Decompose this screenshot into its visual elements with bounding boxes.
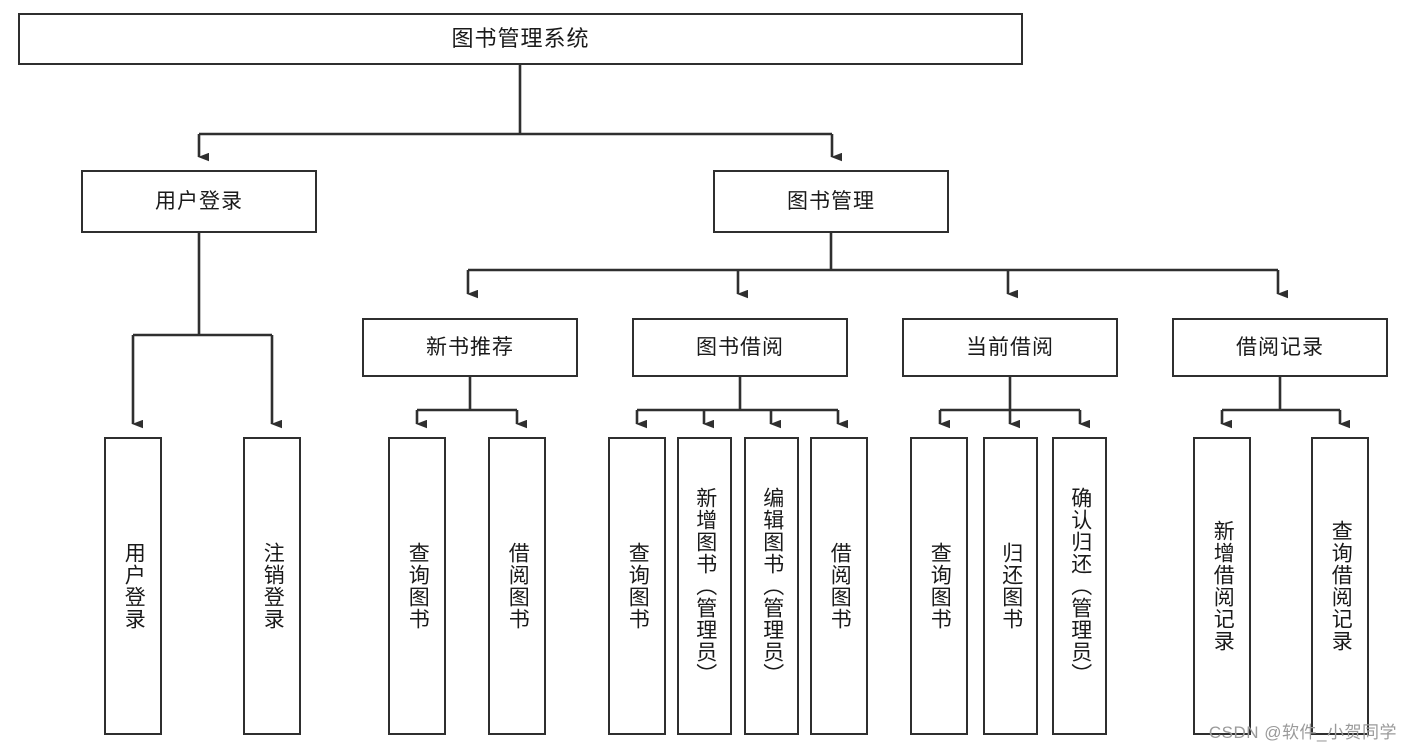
leaf-edit-book-admin[interactable]: 编辑图书（管理员） [744,437,799,735]
csdn-watermark: CSDN @软件_小贺同学 [1208,723,1397,742]
node-label: 用户登录 [155,189,243,213]
node-label: 借阅记录 [1236,335,1324,359]
node-label: 图书管理 [787,189,875,213]
node-new-book-recommend[interactable]: 新书推荐 [362,318,578,377]
node-book-borrow[interactable]: 图书借阅 [632,318,848,377]
leaf-query-book-new[interactable]: 查询图书 [388,437,446,735]
node-label: 借阅图书 [828,542,852,630]
leaf-logout[interactable]: 注销登录 [243,437,301,735]
leaf-query-book-current[interactable]: 查询图书 [910,437,968,735]
node-label: 查询图书 [626,542,650,630]
node-label: 注销登录 [261,542,285,630]
node-label: 图书借阅 [696,335,784,359]
leaf-add-book-admin[interactable]: 新增图书（管理员） [677,437,732,735]
leaf-query-borrow-record[interactable]: 查询借阅记录 [1311,437,1369,735]
node-user-login[interactable]: 用户登录 [81,170,317,233]
leaf-add-borrow-record[interactable]: 新增借阅记录 [1193,437,1251,735]
leaf-confirm-return-admin[interactable]: 确认归还（管理员） [1052,437,1107,735]
leaf-borrow-book-new[interactable]: 借阅图书 [488,437,546,735]
node-label: 确认归还（管理员） [1068,487,1092,685]
node-borrow-records[interactable]: 借阅记录 [1172,318,1388,377]
leaf-user-login[interactable]: 用户登录 [104,437,162,735]
node-label: 图书管理系统 [451,25,590,51]
node-label: 新增借阅记录 [1211,520,1235,652]
node-root-system[interactable]: 图书管理系统 [18,13,1023,65]
node-book-management[interactable]: 图书管理 [713,170,949,233]
node-label: 查询图书 [406,542,430,630]
node-label: 用户登录 [122,542,146,630]
node-label: 借阅图书 [506,542,530,630]
node-label: 当前借阅 [966,335,1054,359]
node-label: 归还图书 [999,542,1023,630]
leaf-query-book-borrow[interactable]: 查询图书 [608,437,666,735]
node-label: 编辑图书（管理员） [760,487,784,685]
node-label: 新增图书（管理员） [693,487,717,685]
node-label: 查询借阅记录 [1329,520,1353,652]
leaf-borrow-book[interactable]: 借阅图书 [810,437,868,735]
leaf-return-book[interactable]: 归还图书 [983,437,1038,735]
node-label: 新书推荐 [426,335,514,359]
node-current-borrow[interactable]: 当前借阅 [902,318,1118,377]
node-label: 查询图书 [928,542,952,630]
